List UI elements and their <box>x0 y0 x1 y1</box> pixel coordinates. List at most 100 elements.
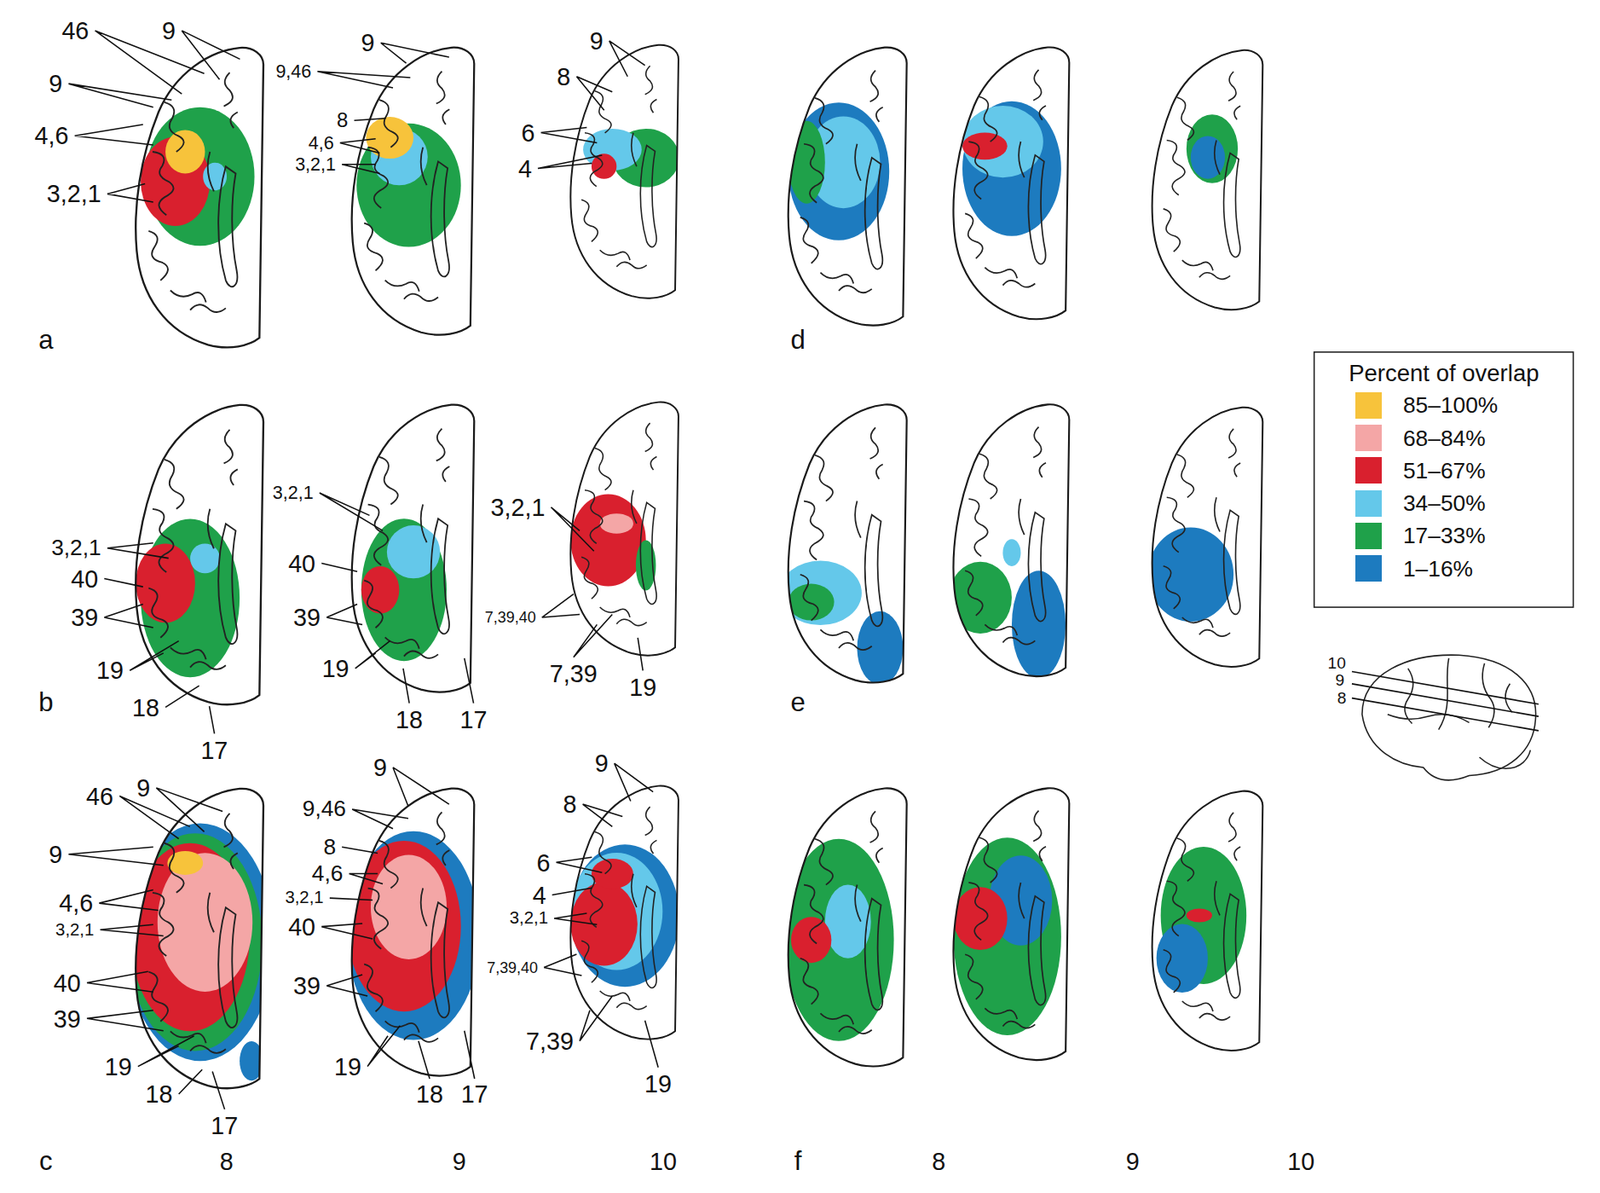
brodmann-area-label: 9 <box>589 28 605 54</box>
brodmann-area-label: 8 <box>322 835 337 860</box>
slice-number: 10 <box>1286 1148 1316 1174</box>
brodmann-area-label: 9 <box>47 841 64 867</box>
brain-slice <box>1152 50 1264 310</box>
brodmann-area-label: 39 <box>52 1005 82 1032</box>
brodmann-area-label: 3,2,1 <box>508 909 549 928</box>
brodmann-area-label: 9 <box>372 754 388 780</box>
brodmann-area-label: 4,6 <box>307 132 336 153</box>
slice-level-number: 8 <box>1336 689 1348 707</box>
brodmann-area-label: 39 <box>292 972 322 999</box>
legend-text: 1–16% <box>1403 555 1473 581</box>
brodmann-area-label: 4 <box>531 882 548 908</box>
brodmann-area-label: 7,39,40 <box>484 609 538 626</box>
brodmann-area-label: 7,39,40 <box>485 958 539 976</box>
slice-level-number: 10 <box>1327 654 1347 672</box>
brodmann-area-label: 40 <box>69 566 99 592</box>
brodmann-area-label: 19 <box>321 655 351 682</box>
brodmann-area-label: 9 <box>161 17 177 44</box>
brodmann-area-label: 17 <box>209 1112 239 1138</box>
brain-slice <box>135 404 264 705</box>
brodmann-area-label: 3,2,1 <box>50 536 103 561</box>
brodmann-area-label: 8 <box>555 63 572 90</box>
brodmann-area-label: 46 <box>60 17 90 44</box>
slice-level-inset <box>1351 654 1539 780</box>
panel-letter: c <box>38 1147 54 1176</box>
slice-number: 9 <box>451 1148 468 1174</box>
brain-slice <box>126 788 275 1088</box>
brodmann-area-label: 19 <box>333 1053 363 1080</box>
brain-slice <box>352 47 475 336</box>
brodmann-area-label: 4,6 <box>311 861 345 886</box>
brodmann-area-label: 40 <box>52 970 82 996</box>
brodmann-area-label: 9,46 <box>274 61 312 81</box>
brodmann-area-label: 9,46 <box>301 797 347 821</box>
brodmann-area-label: 3,2,1 <box>490 494 547 520</box>
brodmann-area-label: 4,6 <box>33 122 70 149</box>
brodmann-area-label: 4 <box>517 155 533 181</box>
brodmann-area-label: 18 <box>394 706 424 733</box>
panel-letter: b <box>37 687 54 717</box>
legend-swatch <box>1355 456 1382 484</box>
brodmann-area-label: 3,2,1 <box>54 920 95 939</box>
brodmann-area-label: 39 <box>292 604 322 630</box>
brodmann-area-label: 17 <box>460 1080 490 1107</box>
brain-slice <box>1152 791 1264 1051</box>
brodmann-area-label: 3,2,1 <box>283 889 324 907</box>
brodmann-area-label: 46 <box>85 783 115 809</box>
legend-text: 85–100% <box>1403 392 1498 418</box>
brodmann-area-label: 18 <box>131 693 161 720</box>
brodmann-area-label: 18 <box>415 1080 445 1107</box>
brodmann-area-label: 8 <box>335 109 349 132</box>
brain-slice <box>788 47 907 326</box>
brain-slice <box>1148 407 1264 667</box>
brodmann-area-label: 6 <box>519 120 536 146</box>
legend-swatch <box>1355 490 1382 517</box>
slice-number: 10 <box>648 1148 678 1174</box>
brodmann-area-label: 4,6 <box>57 889 94 916</box>
brain-slice <box>948 404 1069 678</box>
brodmann-area-label: 3,2,1 <box>271 483 315 503</box>
slice-number: 9 <box>1125 1148 1141 1174</box>
brodmann-area-label: 7,39 <box>548 660 599 687</box>
brodmann-area-label: 9 <box>47 70 64 97</box>
brain-slice <box>346 788 480 1076</box>
brodmann-area-label: 3,2,1 <box>294 154 337 174</box>
brain-slice <box>783 787 907 1066</box>
brodmann-area-label: 17 <box>458 706 488 733</box>
brodmann-area-label: 3,2,1 <box>46 180 103 207</box>
brodmann-area-label: 17 <box>199 737 229 763</box>
brodmann-area-label: 39 <box>69 604 99 630</box>
legend-text: 51–67% <box>1403 457 1486 483</box>
legend-text: 17–33% <box>1403 523 1486 549</box>
panel-letter: e <box>789 687 806 717</box>
legend-swatch <box>1355 424 1382 451</box>
panel-letter: a <box>37 325 54 354</box>
slice-number: 8 <box>930 1148 947 1174</box>
brodmann-area-label: 19 <box>628 674 658 700</box>
brain-slice <box>779 404 907 685</box>
brodmann-area-label: 9 <box>135 774 151 801</box>
brodmann-area-label: 9 <box>360 29 376 56</box>
legend-box <box>1314 352 1574 607</box>
brodmann-area-label: 40 <box>287 913 317 940</box>
brodmann-area-label: 40 <box>287 550 317 577</box>
legend-swatch <box>1355 392 1382 419</box>
brodmann-area-label: 6 <box>535 849 551 875</box>
brodmann-area-label: 19 <box>643 1070 673 1097</box>
brain-slice <box>953 787 1069 1060</box>
brodmann-area-label: 7,39 <box>525 1028 575 1054</box>
brodmann-area-label: 8 <box>562 791 578 817</box>
brodmann-area-label: 19 <box>95 657 125 683</box>
slice-number: 8 <box>219 1148 235 1174</box>
brodmann-area-label: 18 <box>144 1080 174 1107</box>
legend-swatch <box>1355 554 1382 582</box>
legend-text: 68–84% <box>1403 425 1486 451</box>
brain-slice <box>352 404 475 693</box>
legend-swatch <box>1355 522 1382 549</box>
brain-slice <box>570 45 680 299</box>
legend-title: Percent of overlap <box>1347 361 1540 387</box>
brain-slice <box>953 46 1069 319</box>
brain-slice <box>570 785 680 1040</box>
